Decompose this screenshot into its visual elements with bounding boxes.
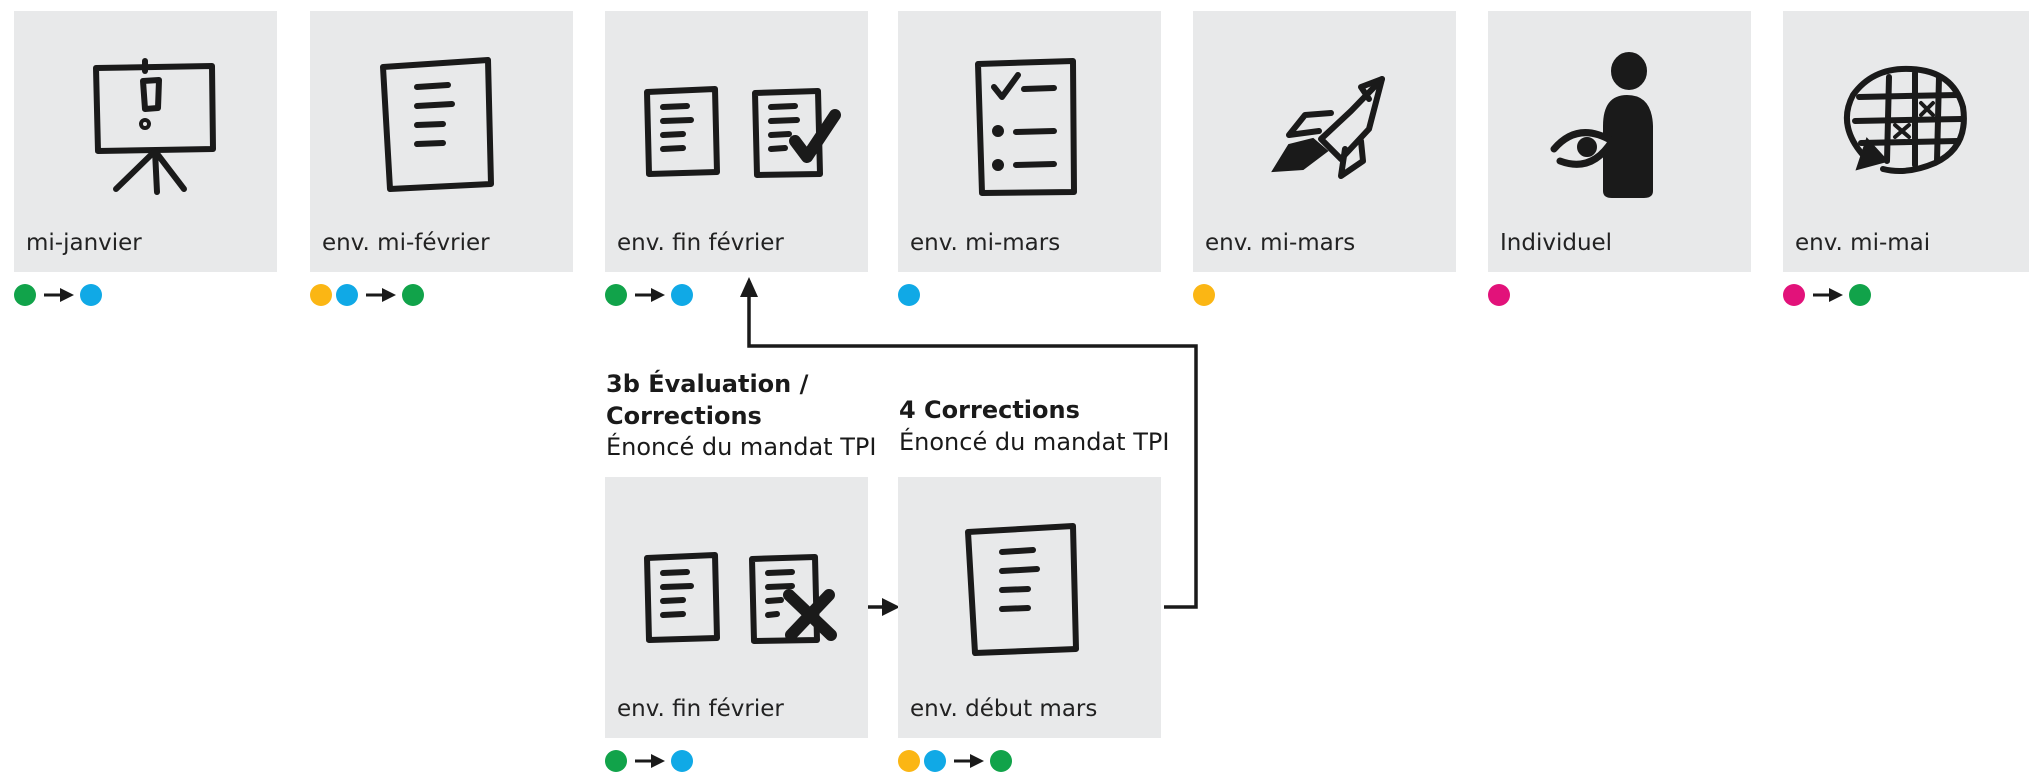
yellow-dot xyxy=(898,750,920,772)
role-indicators-2 xyxy=(310,283,428,307)
step-card-6: Individuel xyxy=(1488,11,1751,272)
step-card-1: mi-janvier xyxy=(14,11,277,272)
checklist-icon xyxy=(898,11,1161,231)
role-indicators-4-corrections xyxy=(898,749,1016,773)
step-title: 3b Évaluation / xyxy=(606,370,809,398)
step-subtitle: Énoncé du mandat TPI xyxy=(899,428,1170,456)
green-dot xyxy=(14,284,36,306)
blue-dot xyxy=(924,750,946,772)
role-indicators-6 xyxy=(1488,283,1514,307)
step-card-3b: env. fin février xyxy=(605,477,868,738)
blue-dot xyxy=(671,284,693,306)
presentation-easel-icon xyxy=(14,11,277,231)
loop-back-arrow xyxy=(740,277,1198,609)
step-card-7: env. mi-mai xyxy=(1783,11,2029,272)
arrow-right-icon xyxy=(633,750,667,772)
yellow-dot xyxy=(1193,284,1215,306)
arrow-right-icon xyxy=(1811,284,1845,306)
green-dot xyxy=(402,284,424,306)
role-indicators-1 xyxy=(14,283,106,307)
step-card-4-corrections: env. début mars xyxy=(898,477,1161,738)
person-observer-icon xyxy=(1488,11,1751,231)
blue-dot xyxy=(898,284,920,306)
step-title: 4 Corrections xyxy=(899,396,1080,424)
date-label: env. mi-mars xyxy=(910,230,1061,256)
green-dot xyxy=(605,750,627,772)
magenta-dot xyxy=(1783,284,1805,306)
date-label: env. fin février xyxy=(617,696,784,722)
role-indicators-3 xyxy=(605,283,697,307)
documents-approved-icon xyxy=(605,11,868,231)
step-card-4: env. mi-mars xyxy=(898,11,1161,272)
role-indicators-5 xyxy=(1193,283,1219,307)
blue-dot xyxy=(671,750,693,772)
step-card-3: env. fin février xyxy=(605,11,868,272)
rocket-icon xyxy=(1193,11,1456,231)
date-label: env. mi-mai xyxy=(1795,230,1931,256)
step-card-2: env. mi-février xyxy=(310,11,573,272)
step-card-5: env. mi-mars xyxy=(1193,11,1456,272)
yellow-dot xyxy=(310,284,332,306)
arrow-right-icon xyxy=(364,284,398,306)
document-icon xyxy=(898,477,1161,697)
blue-dot xyxy=(336,284,358,306)
green-dot xyxy=(990,750,1012,772)
date-label: Individuel xyxy=(1500,230,1613,256)
grid-cycle-icon xyxy=(1783,11,2029,231)
document-icon xyxy=(310,11,573,231)
role-indicators-4 xyxy=(898,283,924,307)
flow-arrow xyxy=(868,598,900,616)
step-title: Corrections xyxy=(606,402,762,430)
arrow-right-icon xyxy=(633,284,667,306)
green-dot xyxy=(605,284,627,306)
role-indicators-7 xyxy=(1783,283,1875,307)
date-label: env. mi-février xyxy=(322,230,490,256)
arrow-right-icon xyxy=(42,284,76,306)
date-label: mi-janvier xyxy=(26,230,142,256)
arrow-right-icon xyxy=(952,750,986,772)
green-dot xyxy=(1849,284,1871,306)
date-label: env. mi-mars xyxy=(1205,230,1356,256)
date-label: env. fin février xyxy=(617,230,784,256)
step-subtitle: Énoncé du mandat TPI xyxy=(606,433,877,461)
role-indicators-3b xyxy=(605,749,697,773)
blue-dot xyxy=(80,284,102,306)
date-label: env. début mars xyxy=(910,696,1098,722)
documents-rejected-icon xyxy=(605,477,868,697)
magenta-dot xyxy=(1488,284,1510,306)
